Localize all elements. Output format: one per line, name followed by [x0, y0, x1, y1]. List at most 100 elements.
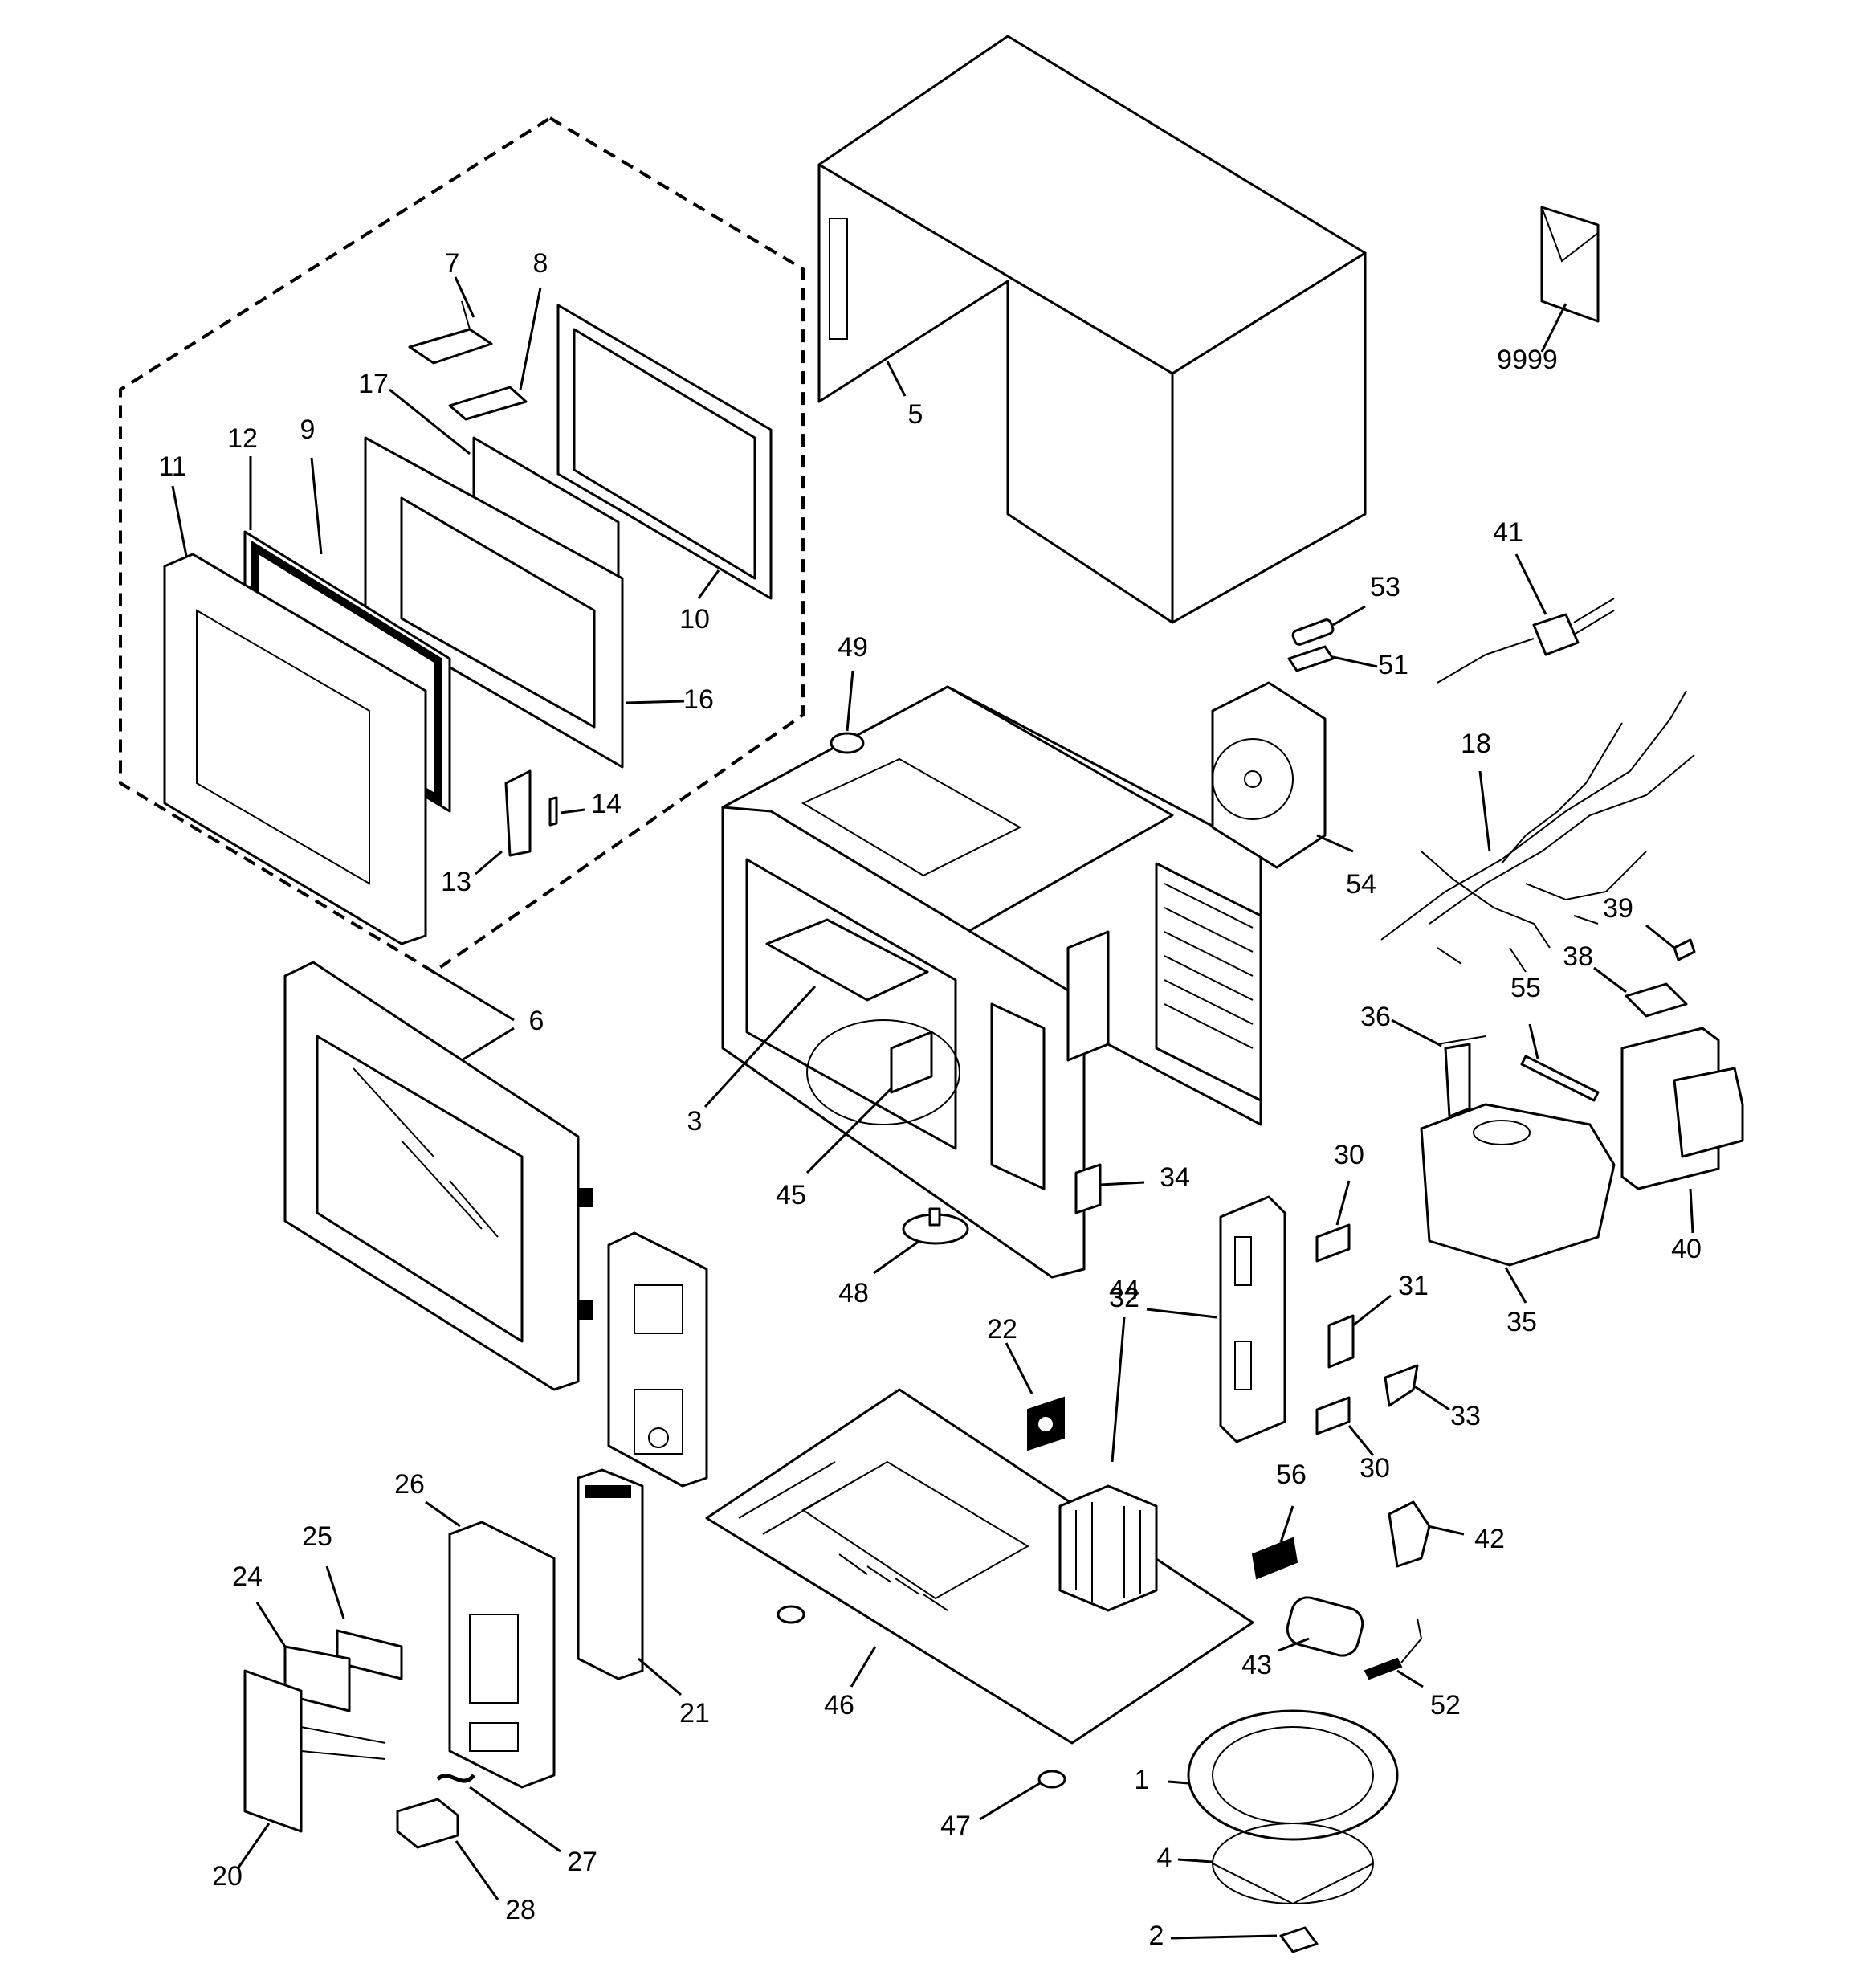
leader-27 — [469, 1786, 561, 1853]
label-22: 22 — [987, 1314, 1017, 1345]
leader-28 — [455, 1840, 499, 1900]
thermal-fuse-probe — [1437, 1035, 1486, 1118]
leader-4 — [1177, 1858, 1213, 1863]
control-panel-frame — [448, 1521, 556, 1789]
leader-44b — [1111, 1316, 1126, 1463]
leader-30b — [1347, 1425, 1375, 1456]
label-25: 25 — [302, 1521, 332, 1552]
label-17: 17 — [358, 369, 389, 399]
label-30b: 30 — [1360, 1453, 1390, 1484]
leader-31 — [1352, 1294, 1392, 1327]
label-21: 21 — [679, 1698, 710, 1729]
door-choke-frame — [556, 304, 773, 600]
label-53: 53 — [1370, 572, 1400, 602]
wire-harness — [1380, 690, 1695, 973]
label-27: 27 — [567, 1847, 597, 1877]
interlock-latch-board — [1219, 1195, 1286, 1443]
leader-43 — [1278, 1637, 1310, 1652]
outer-case — [817, 35, 1367, 624]
label-16: 16 — [683, 684, 714, 715]
label-20: 20 — [212, 1861, 243, 1892]
latch-spring — [548, 796, 558, 827]
switch-lever — [1384, 1364, 1419, 1407]
label-44: 44 — [1109, 1275, 1139, 1305]
label-8: 8 — [533, 248, 548, 279]
label-40: 40 — [1671, 1234, 1702, 1264]
fuse-holder — [1287, 645, 1335, 672]
high-voltage-capacitor — [1286, 1596, 1364, 1657]
leader-56 — [1279, 1505, 1294, 1543]
label-51: 51 — [1378, 650, 1408, 680]
label-54: 54 — [1346, 869, 1376, 900]
leader-24 — [255, 1602, 287, 1647]
leader-35 — [1504, 1267, 1527, 1304]
high-voltage-diode — [1364, 1618, 1423, 1680]
label-38: 38 — [1563, 941, 1593, 972]
label-13: 13 — [441, 867, 471, 897]
label-35: 35 — [1506, 1307, 1537, 1337]
leader-26 — [425, 1500, 461, 1528]
literature-envelope — [1540, 206, 1600, 323]
label-48: 48 — [838, 1278, 869, 1308]
membrane-keypad — [243, 1669, 386, 1833]
high-voltage-transformer — [1058, 1484, 1158, 1612]
label-46: 46 — [824, 1690, 854, 1721]
leader-21 — [638, 1657, 682, 1696]
primary-interlock-switch — [1315, 1223, 1351, 1263]
base-plate — [705, 1388, 1254, 1745]
label-28: 28 — [505, 1895, 536, 1925]
leader-5 — [886, 361, 907, 397]
leader-38 — [1593, 966, 1627, 994]
label-55: 55 — [1510, 973, 1541, 1003]
leader-32 — [1146, 1308, 1217, 1319]
leader-17 — [389, 388, 471, 455]
control-panel-cover — [607, 1231, 708, 1488]
leader-2 — [1170, 1934, 1278, 1940]
leader-9 — [310, 457, 323, 555]
leader-9999 — [1540, 303, 1567, 353]
display-window — [336, 1629, 403, 1680]
grease-filter — [1251, 1537, 1298, 1580]
label-56: 56 — [1276, 1459, 1307, 1490]
label-4: 4 — [1157, 1843, 1172, 1873]
label-33: 33 — [1450, 1401, 1481, 1431]
label-30a: 30 — [1334, 1140, 1364, 1170]
door-assembly — [283, 961, 593, 1391]
leader-48 — [873, 1239, 920, 1275]
interlock-bracket — [1074, 1163, 1102, 1214]
label-49: 49 — [838, 632, 868, 663]
label-6: 6 — [529, 1006, 544, 1036]
leader-13 — [475, 850, 503, 876]
leader-14 — [560, 808, 585, 814]
label-3: 3 — [687, 1106, 703, 1137]
leader-39 — [1645, 924, 1675, 949]
label-2: 2 — [1149, 1921, 1164, 1951]
fuse — [1291, 618, 1335, 646]
label-1: 1 — [1135, 1765, 1150, 1795]
leader-11 — [171, 485, 188, 557]
leader-53 — [1332, 605, 1366, 627]
leader-47 — [979, 1782, 1041, 1821]
label-34: 34 — [1160, 1162, 1190, 1193]
leader-55 — [1528, 1023, 1539, 1059]
rubber-foot-rear — [777, 1605, 805, 1624]
power-cord — [1437, 598, 1615, 684]
leader-46 — [850, 1646, 877, 1688]
leader-3 — [703, 985, 817, 1108]
label-26: 26 — [394, 1469, 425, 1500]
leader-1 — [1168, 1780, 1189, 1785]
leader-7 — [454, 276, 475, 318]
leader-10 — [697, 569, 720, 599]
label-52: 52 — [1430, 1690, 1461, 1721]
leader-18 — [1478, 770, 1491, 852]
label-39: 39 — [1603, 893, 1633, 924]
thermostat-clip — [1673, 938, 1696, 961]
leader-20 — [237, 1823, 271, 1868]
oven-cavity — [721, 685, 1262, 1279]
leader-8 — [519, 287, 542, 390]
leader-42 — [1427, 1525, 1465, 1536]
label-43: 43 — [1241, 1650, 1272, 1680]
label-42: 42 — [1474, 1524, 1505, 1554]
door-release-button — [396, 1798, 459, 1849]
leader-25 — [325, 1565, 345, 1619]
